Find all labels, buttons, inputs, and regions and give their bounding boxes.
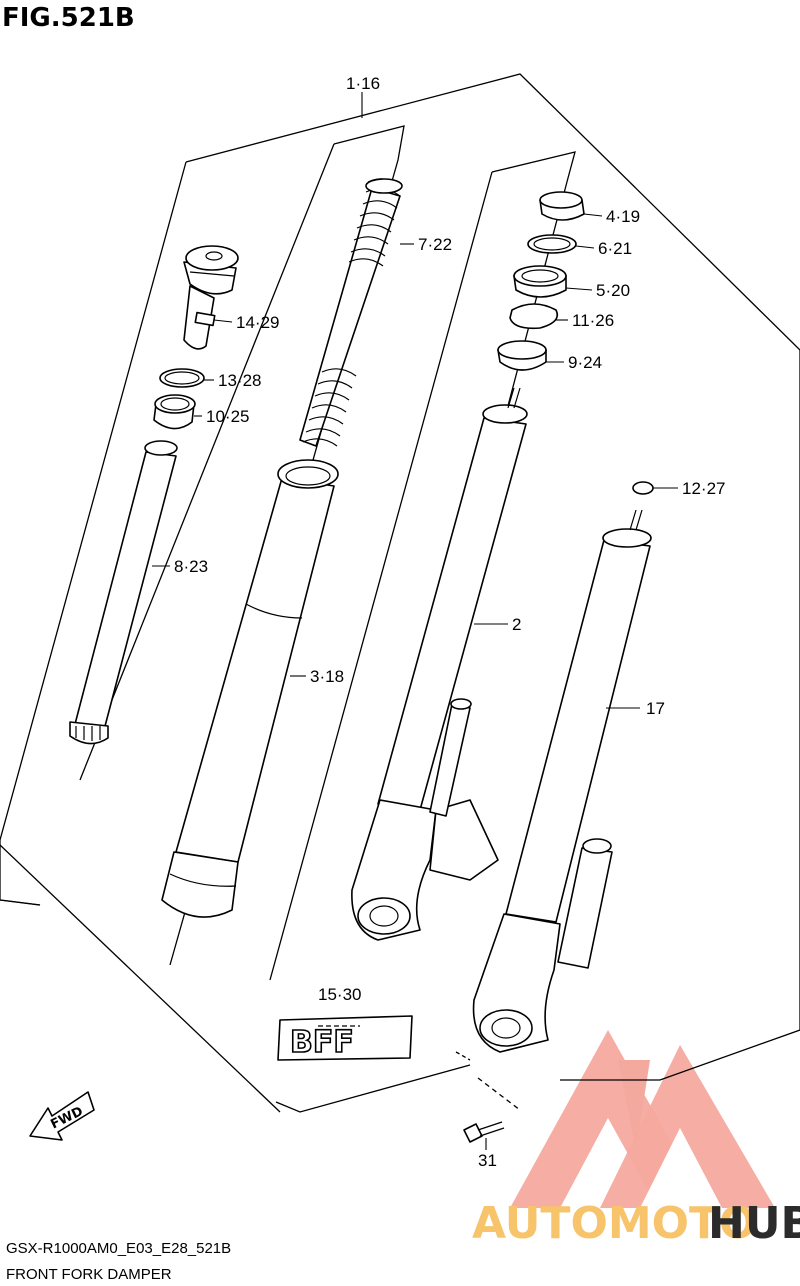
fwd-arrow-icon: FWD: [29, 1091, 95, 1141]
outer-tube-part-3: [161, 459, 339, 918]
emblem-text: BFF: [290, 1025, 354, 1060]
callout-15: 15·30: [318, 985, 361, 1004]
collar-part-10: [153, 394, 196, 430]
callout-11: 11·26: [572, 311, 614, 330]
callout-2: 2: [512, 615, 521, 634]
callout-14: 14·29: [236, 313, 279, 332]
bushing-part-4: [539, 191, 585, 221]
fork-spring-part-7: [299, 178, 403, 447]
model-code: GSX-R1000AM0_E03_E28_521B: [6, 1240, 231, 1257]
callout-labels: 1·16 4·19 7·22 6·21 5·20 14·29 11·26 9·2…: [174, 74, 725, 1170]
watermark-brand-part1: AUTOMOTO: [472, 1198, 756, 1249]
watermark-logo: AUTOMOTO HUB: [472, 1030, 800, 1249]
callout-3: 3·18: [310, 667, 344, 686]
leader-lines: [152, 92, 678, 1150]
watermark-brand-part2: HUB: [708, 1198, 800, 1249]
callout-8: 8·23: [174, 557, 208, 576]
callout-9: 9·24: [568, 353, 602, 372]
stopper-ring-part-11: [509, 303, 559, 330]
callout-31: 31: [478, 1151, 497, 1170]
callout-10: 10·25: [206, 407, 249, 426]
figure-title: FIG.521B: [2, 3, 135, 33]
emblem-part-15: BFF: [277, 1015, 413, 1061]
callout-7: 7·22: [418, 235, 452, 254]
top-cap-part-14: [183, 245, 239, 350]
callout-12: 12·27: [682, 479, 725, 498]
callout-1: 1·16: [346, 74, 380, 93]
bolt-part-31: [463, 1121, 505, 1143]
callout-17: 17: [646, 699, 665, 718]
callout-4: 4·19: [606, 207, 640, 226]
callout-13: 13·28: [218, 371, 261, 390]
figure-caption: FRONT FORK DAMPER: [6, 1266, 172, 1283]
callout-5: 5·20: [596, 281, 630, 300]
nut-part-12: [632, 481, 654, 495]
spacer-tube-part-8: [69, 440, 178, 745]
dust-seal-part-9: [497, 340, 547, 371]
callout-6: 6·21: [598, 239, 632, 258]
oil-seal-part-5: [513, 265, 567, 298]
damper-assembly-part-17: [472, 509, 652, 1053]
inner-tube-part-2: [351, 387, 528, 941]
